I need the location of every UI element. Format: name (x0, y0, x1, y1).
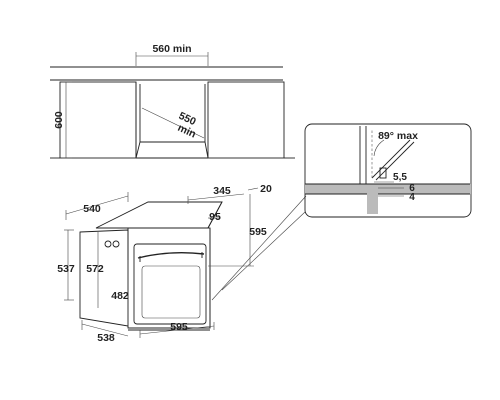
detail-countertop (305, 184, 471, 194)
oven-height-inner-label: 572 (86, 263, 104, 275)
dimension-oven-depth-top: 345 (187, 185, 245, 204)
detail-dim-b-label: 6 (409, 183, 415, 194)
cabinet-height-label: 600 (53, 111, 65, 129)
dimension-oven-offset-top: 20 (247, 183, 272, 195)
detail-view (304, 123, 472, 218)
detail-dim-c-label: 4 (409, 192, 415, 203)
oven-width-top-label: 540 (83, 203, 101, 215)
oven-height-left-label: 537 (57, 263, 75, 275)
dimension-oven-height-left: 537 (57, 229, 75, 301)
dimension-oven-width-bottom: 595 (139, 321, 215, 338)
cabinet-depth-label-line2: min (176, 122, 198, 141)
dimension-door-height: 482 (111, 260, 129, 326)
dimension-oven-height-right: 595 (208, 194, 267, 267)
dimension-oven-depth-bottom: 538 (81, 320, 129, 344)
oven-front-label: 95 (209, 211, 221, 223)
dimension-cabinet-width: 560 min (135, 43, 209, 66)
dimension-oven-front: 95 (208, 211, 221, 223)
cabinet-niche (50, 66, 295, 159)
detail-dim-a-label: 5,5 (393, 172, 407, 183)
door-height-label: 482 (111, 290, 129, 302)
cabinet-width-label: 560 min (152, 43, 191, 55)
oven-depth-bottom-label: 538 (97, 332, 115, 344)
detail-angle-label: 89° max (378, 130, 418, 142)
dimension-oven-width-top: 540 (65, 192, 129, 220)
detail-leader-lines (211, 195, 307, 301)
oven-height-right-label: 595 (249, 226, 267, 238)
dimension-oven-height-inner: 572 (86, 232, 104, 308)
oven-offset-top-label: 20 (260, 183, 272, 195)
dimension-cabinet-depth: 550 min (141, 107, 205, 141)
dimension-cabinet-height: 600 (53, 81, 72, 159)
oven-depth-top-label: 345 (213, 185, 231, 197)
oven-width-bottom-label: 595 (170, 321, 188, 333)
